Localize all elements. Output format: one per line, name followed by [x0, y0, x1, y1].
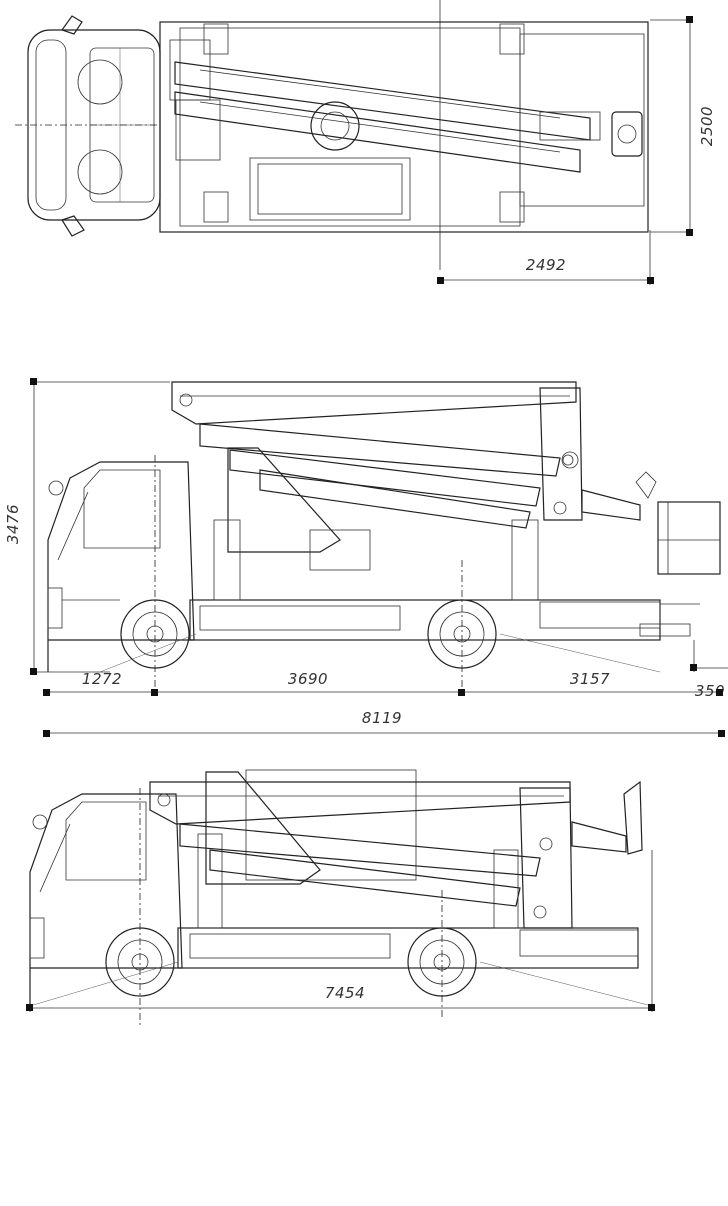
- side-view-stowed: 7454: [26, 769, 655, 1025]
- side-view-extended: 3476: [4, 378, 728, 737]
- dim-front-overhang: 1272: [82, 670, 122, 688]
- dim-total-length-stowed: 7454: [325, 984, 365, 1002]
- dim-top-width: 2500: [698, 106, 716, 146]
- top-view: 2500 2492: [15, 0, 716, 285]
- dim-total-length-extended: 8119: [362, 709, 402, 727]
- dim-side-height: 3476: [4, 504, 22, 544]
- dim-top-overhang: 2492: [526, 256, 566, 274]
- dim-wheelbase: 3690: [288, 670, 328, 688]
- dim-rear-overhang: 3157: [570, 670, 610, 688]
